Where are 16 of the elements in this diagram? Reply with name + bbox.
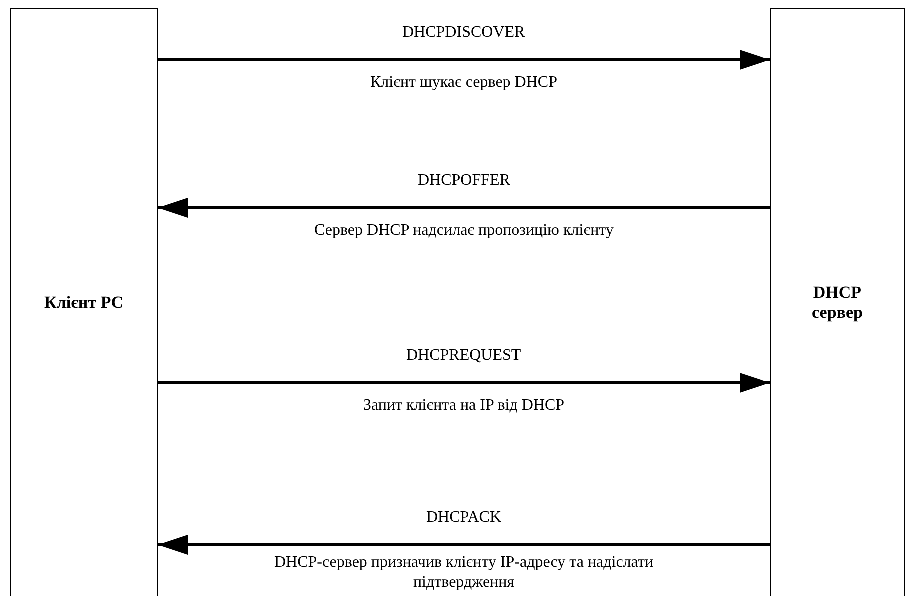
message-name: DHCPDISCOVER <box>402 24 526 42</box>
message-name: DHCPOFFER <box>418 172 510 190</box>
message-arrow <box>158 373 770 393</box>
participant-box <box>10 8 158 596</box>
message-name: DHCPREQUEST <box>406 347 522 365</box>
message-description: Клієнт шукає сервер DHCP <box>370 74 558 92</box>
participant-box <box>770 8 905 596</box>
participant-label: Клієнт PC <box>44 292 124 312</box>
message-description: DHCP-сервер призначив клієнту IP-адресу та надіслати підтвердження <box>273 553 655 593</box>
message-name: DHCPACK <box>426 509 502 527</box>
message-arrow <box>158 50 770 70</box>
participant-label: DHCP сервер <box>811 282 864 322</box>
message-arrow <box>158 198 770 218</box>
message-description: Запит клієнта на IP від DHCP <box>364 397 565 415</box>
message-description: Сервер DHCP надсилає пропозицію клієнту <box>314 222 614 240</box>
message-arrow <box>158 535 770 555</box>
